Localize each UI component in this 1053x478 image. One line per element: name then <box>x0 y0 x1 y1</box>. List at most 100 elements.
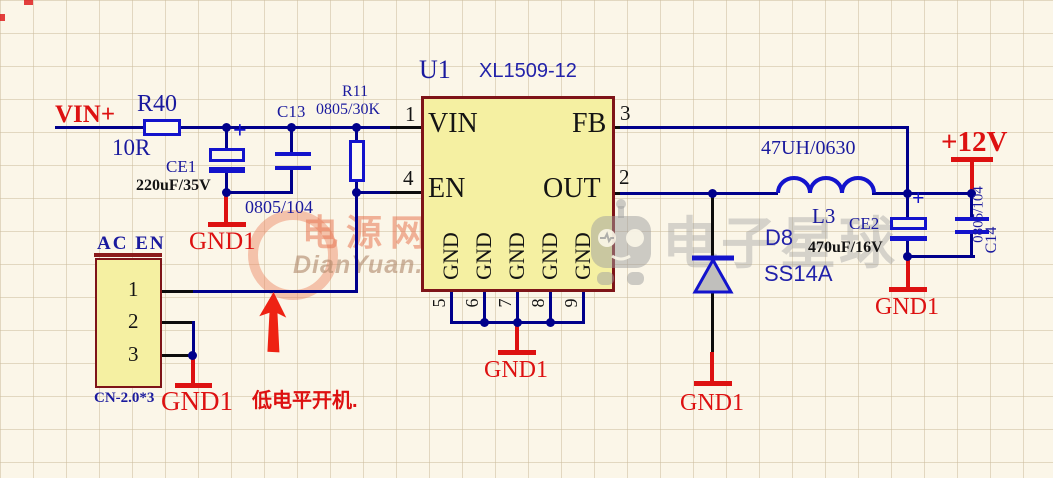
c13-bot-lead <box>290 170 293 194</box>
u1-pin-en: EN <box>428 173 466 204</box>
wire-en-to-connector <box>192 290 358 293</box>
wire-pin2-to-pin3 <box>192 321 195 357</box>
u1-pin-out: OUT <box>543 173 601 204</box>
pin-stub-en <box>390 191 421 194</box>
u1-pin8-number: 8 <box>528 298 548 308</box>
c13-plate-a <box>275 152 311 156</box>
c14-value: 0805/104 <box>970 186 987 243</box>
l3-value: 47UH/0630 <box>761 137 856 159</box>
resistor-r40-body <box>143 119 181 136</box>
junction <box>708 189 717 198</box>
ce1-top-lead <box>225 126 228 149</box>
junction <box>513 318 522 327</box>
ce2-top-lead <box>906 192 909 219</box>
junction <box>352 123 361 132</box>
u1-pin2-number: 2 <box>619 165 630 189</box>
wire-fb <box>620 126 909 129</box>
ac-en-underline <box>94 253 162 257</box>
gnd-drop-ce2 <box>906 258 910 289</box>
enable-note: 低电平开机. <box>252 390 358 412</box>
u1-part: XL1509-12 <box>479 60 577 82</box>
d8-anode-lead <box>711 291 714 354</box>
gnd-label-d8: GND1 <box>680 390 744 416</box>
inductor-l3-symbol <box>776 176 876 194</box>
c14-plate-b <box>955 230 989 234</box>
net-label-vin: VIN+ <box>55 101 116 128</box>
net-label-12v: +12V <box>941 126 1008 158</box>
ce2-value: 470uF/16V <box>808 239 883 256</box>
v12-drop <box>970 161 974 194</box>
ce2-plate-neg <box>890 236 927 241</box>
red-artifact <box>24 0 33 5</box>
gnd-label-cn1: GND1 <box>161 386 233 416</box>
u1-pin-gnd: GND <box>471 232 496 280</box>
u1-pin4-number: 4 <box>403 166 414 190</box>
wire-out <box>620 192 778 195</box>
u1-pin5-number: 5 <box>429 298 449 308</box>
pin-stub-vin <box>390 126 421 129</box>
d8-cathode-lead <box>711 193 714 258</box>
c14-top-lead <box>970 192 973 219</box>
gnd-label-ce2: GND1 <box>875 294 939 320</box>
gnd-label-chip: GND1 <box>484 357 548 383</box>
ce2-plate-pos <box>890 217 927 230</box>
gnd-drop-cn1 <box>191 356 195 385</box>
ce2-bot-lead <box>906 240 909 259</box>
cn1-value: CN-2.0*3 <box>94 390 155 406</box>
junction <box>480 318 489 327</box>
cn1-pin3-number: 3 <box>128 342 139 366</box>
gnd-lead-5 <box>450 292 453 323</box>
wire-en-down <box>355 191 358 293</box>
dianyuan-watermark-cn: 电源网 <box>302 212 435 253</box>
cn1-title: AC EN <box>97 233 166 254</box>
gnd-lead-6 <box>483 292 486 323</box>
junction <box>352 188 361 197</box>
u1-pin-vin: VIN <box>428 108 478 139</box>
gnd-drop-ce1 <box>224 193 228 223</box>
ce2-polarity: + <box>912 185 925 210</box>
ce1-plate-neg <box>209 167 245 173</box>
gnd-bar-ce1 <box>208 222 246 227</box>
gnd-lead-8 <box>549 292 552 323</box>
d8-name: D8 <box>765 225 794 250</box>
ce1-name: CE1 <box>166 157 197 176</box>
c13-name: C13 <box>277 102 306 121</box>
v12-bar <box>951 157 993 162</box>
junction <box>222 123 231 132</box>
star-watermark-cn: 电子星球 <box>662 212 898 275</box>
r40-name: R40 <box>137 91 178 117</box>
u1-pin-gnd: GND <box>438 232 463 280</box>
c14-plate-a <box>955 217 989 221</box>
junction <box>287 123 296 132</box>
u1-pin6-number: 6 <box>462 298 482 308</box>
wire-gnd-ce1-c13 <box>225 191 293 194</box>
c13-value: 0805/104 <box>245 197 314 217</box>
wire-en <box>355 191 421 194</box>
red-artifact <box>0 14 5 21</box>
enable-note-arrow <box>259 291 287 353</box>
ce1-value: 220uF/35V <box>136 177 211 194</box>
u1-pin-fb: FB <box>572 108 607 139</box>
u1-pin7-number: 7 <box>495 298 515 308</box>
wire-fb-down <box>906 126 909 195</box>
d8-value: SS14A <box>764 261 833 286</box>
junction <box>188 351 197 360</box>
gnd-lead-9 <box>582 292 585 323</box>
junction <box>222 188 231 197</box>
robot-watermark-icon <box>591 199 651 285</box>
c13-plate-b <box>275 166 311 170</box>
gnd-drop-chip <box>515 324 519 352</box>
junction <box>546 318 555 327</box>
junction <box>967 189 976 198</box>
gnd-bar-chip <box>498 350 536 355</box>
r11-top-lead <box>355 126 358 143</box>
resistor-r11-body <box>349 140 365 182</box>
r11-value: 0805/30K <box>316 101 380 118</box>
connector-cn1-body <box>95 258 162 388</box>
u1-ref: U1 <box>419 55 451 84</box>
diode-d8-symbol <box>692 255 734 294</box>
gnd-bar-ce2 <box>889 287 927 292</box>
l3-name: L3 <box>812 204 836 228</box>
junction <box>903 189 912 198</box>
